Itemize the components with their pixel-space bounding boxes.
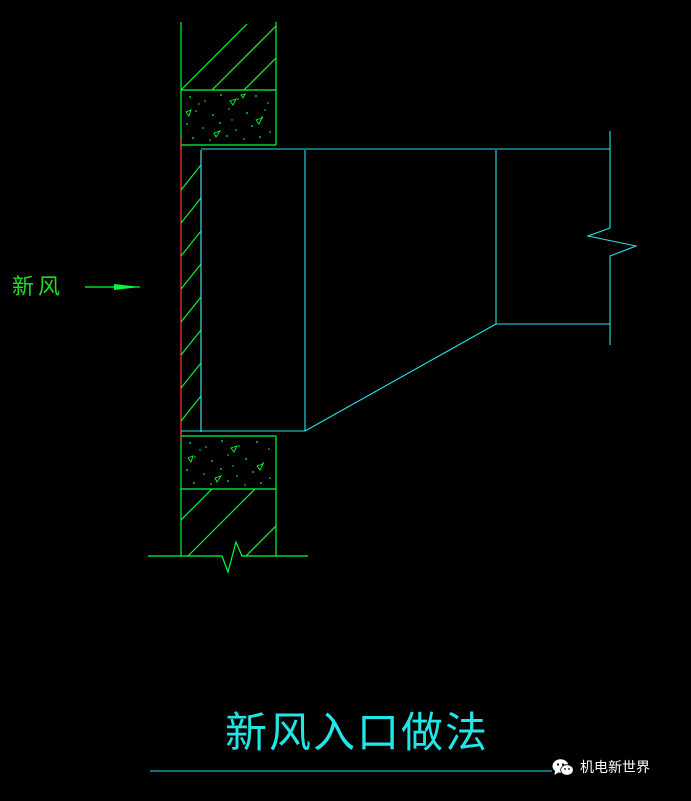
wall-lower-hatch-1 bbox=[180, 488, 213, 521]
wall-upper-hatch-2 bbox=[211, 25, 277, 91]
louver bbox=[180, 138, 202, 442]
concrete-aggregate-upper bbox=[185, 93, 263, 138]
watermark: 机电新世界 bbox=[552, 757, 650, 777]
wall-lower-hatch-3 bbox=[245, 525, 277, 557]
drawing-title: 新风入口做法 bbox=[225, 708, 489, 757]
duct-break-line bbox=[585, 131, 638, 345]
duct-transition-edge bbox=[304, 323, 497, 432]
floor-break-line bbox=[148, 540, 308, 574]
duct bbox=[181, 131, 638, 432]
wechat-icon bbox=[552, 758, 574, 776]
louver-blades bbox=[180, 164, 202, 422]
concrete-aggregate-lower bbox=[187, 445, 264, 483]
concrete-speckle-lower bbox=[186, 440, 271, 486]
airflow-arrow bbox=[85, 284, 140, 290]
wall-section bbox=[148, 22, 308, 574]
wall-upper-hatch-3 bbox=[243, 57, 277, 91]
wall-lower-hatch-2 bbox=[187, 488, 256, 557]
concrete-speckle-upper bbox=[186, 94, 271, 141]
watermark-text: 机电新世界 bbox=[580, 760, 650, 776]
fresh-air-label: 新风 bbox=[12, 275, 64, 300]
wall-upper-hatch-1 bbox=[180, 23, 248, 91]
